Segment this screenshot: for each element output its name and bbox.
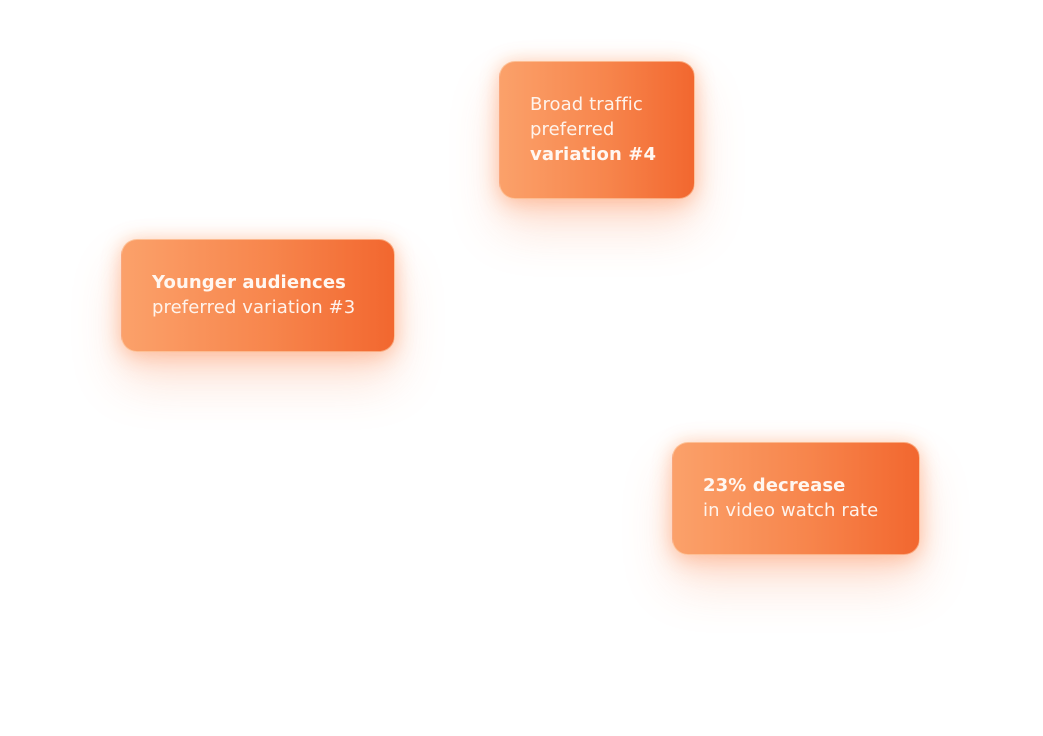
card-highlight-text: Younger audiences — [152, 272, 346, 293]
insight-card-younger-audiences: Younger audiences preferred variation #3 — [121, 239, 395, 352]
insight-card-watch-rate-decrease: 23% decrease in video watch rate — [672, 442, 920, 555]
insight-card-broad-traffic: Broad traffic preferred variation #4 — [499, 61, 695, 199]
card-highlight-text: variation #4 — [530, 144, 657, 165]
card-text-line: preferred — [530, 119, 615, 140]
card-text-line: preferred variation #3 — [152, 297, 356, 318]
card-text-line: Broad traffic — [530, 94, 643, 115]
card-highlight-text: 23% decrease — [703, 475, 846, 496]
card-text-line: in video watch rate — [703, 500, 879, 521]
